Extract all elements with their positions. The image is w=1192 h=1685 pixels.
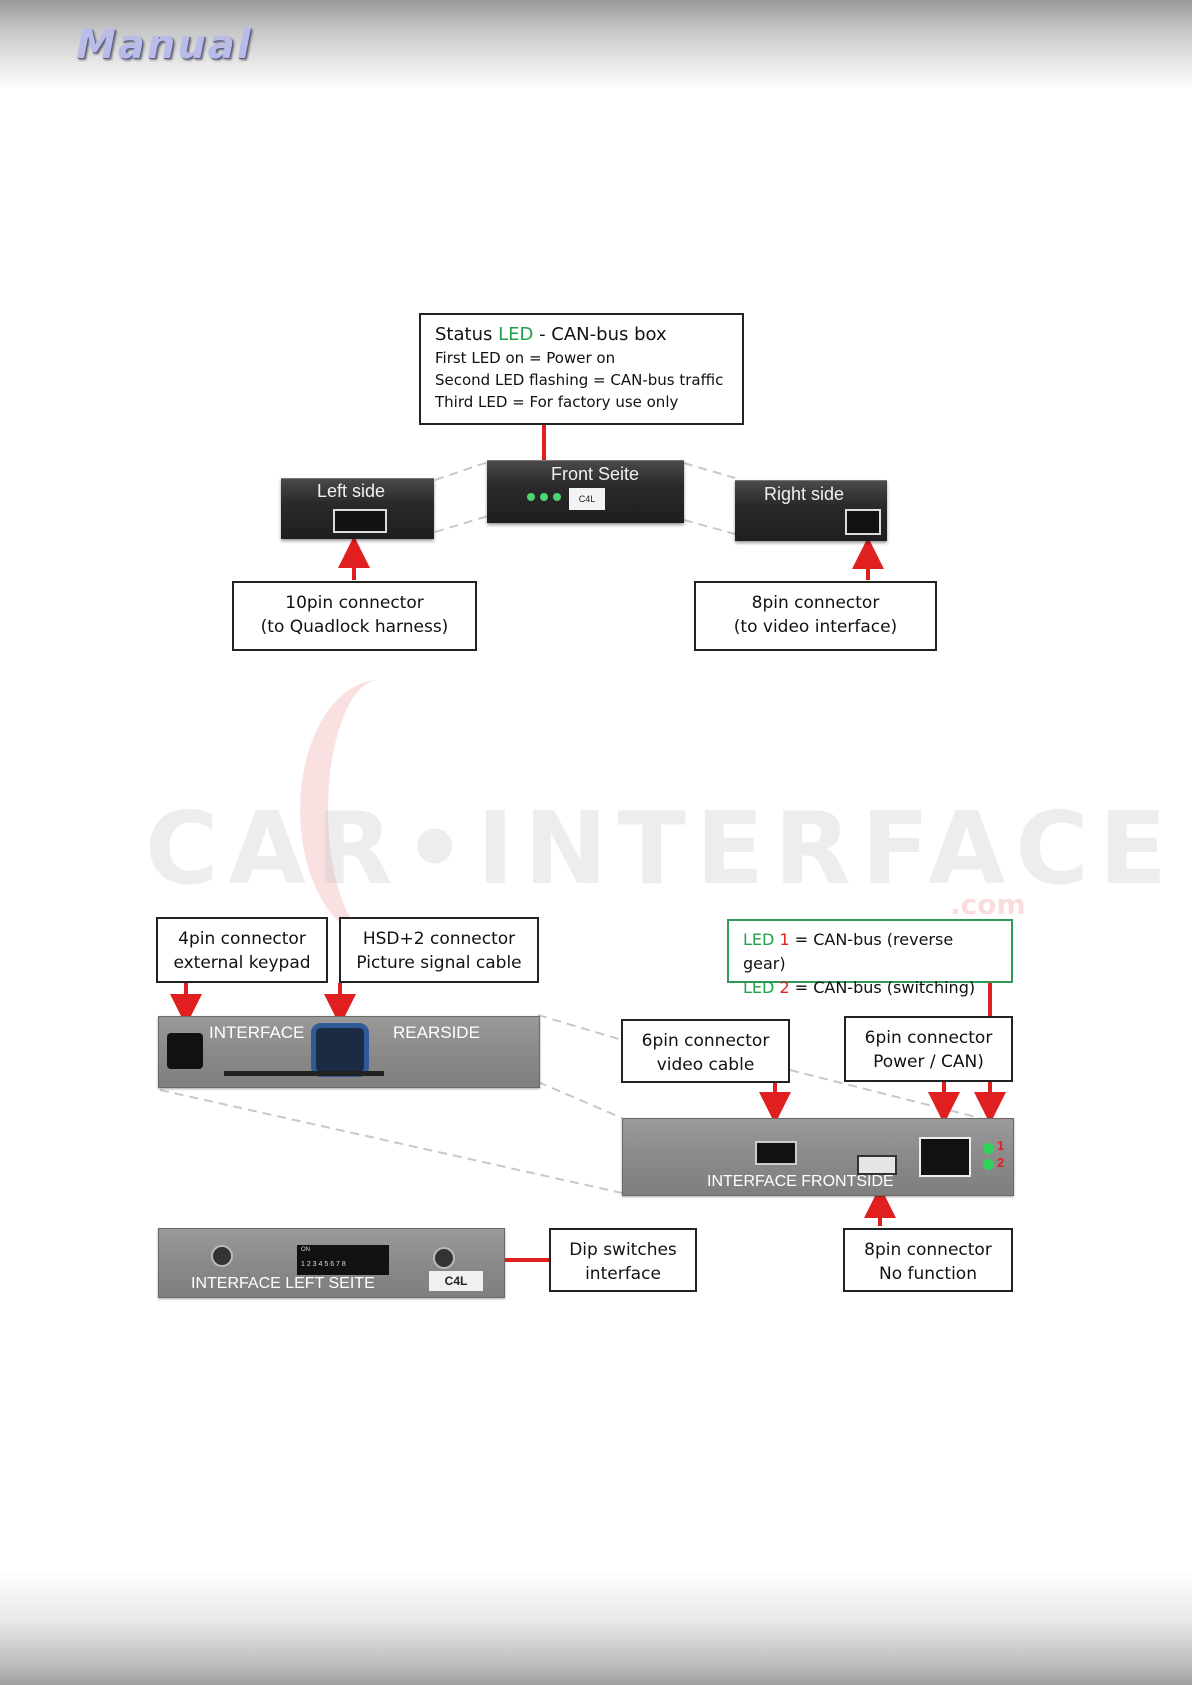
label-6pin-power: 6pin connector Power / CAN)	[844, 1016, 1013, 1082]
label-hsd-connector: HSD+2 connector Picture signal cable	[339, 917, 539, 983]
frontside-label: INTERFACE FRONTSIDE	[707, 1173, 894, 1190]
led-2-icon	[540, 493, 548, 501]
front-led-1-icon	[983, 1143, 994, 1154]
status-title: Status LED - CAN-bus box	[435, 324, 667, 345]
label-dip-switches: Dip switches interface	[549, 1228, 697, 1292]
canbus-right-side-image: Right side	[735, 480, 887, 541]
left-seite-label: INTERFACE LEFT SEITE	[191, 1275, 375, 1292]
c4l-label: C4L	[429, 1271, 483, 1291]
hsd-socket-icon	[311, 1023, 369, 1077]
rear-slot	[224, 1071, 384, 1076]
c4l-badge: C4L	[569, 488, 605, 510]
video-interface-left-image: 1 2 3 4 5 6 7 8 ON C4L INTERFACE LEFT SE…	[158, 1228, 505, 1298]
manual-brand-logo: Manual	[76, 22, 253, 68]
led-legend-row-2: LED 2 = CAN-bus (switching)	[743, 978, 976, 997]
6pin-power-socket-icon	[919, 1137, 971, 1177]
label-6pin-video: 6pin connector video cable	[621, 1019, 790, 1083]
dip-switch-block-icon: 1 2 3 4 5 6 7 8 ON	[297, 1245, 389, 1275]
watermark-logo: CAR•INTERFACE	[145, 790, 1178, 907]
led-legend-row-1: LED 1 = CAN-bus (reverse gear)	[743, 930, 954, 973]
status-line-1: First LED on = Power on	[435, 349, 616, 367]
label-8pin-no-function: 8pin connector No function	[843, 1228, 1013, 1292]
rear-interface-label: INTERFACE	[209, 1023, 305, 1042]
video-interface-front-image: 1 2 INTERFACE FRONTSIDE	[622, 1118, 1014, 1196]
led-1-icon	[527, 493, 535, 501]
canbus-front-image: Front Seite C4L	[487, 460, 684, 523]
page-header: Manual	[0, 0, 1192, 90]
screw-icon	[211, 1245, 233, 1267]
left-side-label: Left side	[317, 481, 386, 501]
4pin-socket-icon	[167, 1033, 203, 1069]
canbus-left-side-image: Left side	[281, 478, 434, 539]
video-interface-rear-image: INTERFACE REARSIDE	[158, 1016, 540, 1088]
status-led-box: Status LED - CAN-bus box First LED on = …	[419, 313, 744, 425]
label-4pin-connector: 4pin connector external keypad	[156, 917, 328, 983]
right-side-label: Right side	[764, 484, 845, 504]
rearside-label: REARSIDE	[393, 1023, 480, 1042]
page-footer	[0, 1570, 1192, 1685]
front-led-2-icon	[983, 1159, 994, 1170]
status-line-3: Third LED = For factory use only	[435, 393, 679, 411]
8pin-socket-icon	[857, 1155, 897, 1175]
led-legend-box: LED 1 = CAN-bus (reverse gear) LED 2 = C…	[727, 919, 1013, 997]
8pin-socket-icon	[845, 509, 881, 535]
led-3-icon	[553, 493, 561, 501]
watermark-suffix: .com	[950, 888, 1026, 921]
dashed-guides	[159, 461, 981, 1194]
label-8pin-connector: 8pin connector (to video interface)	[694, 581, 937, 651]
label-10pin-connector: 10pin connector (to Quadlock harness)	[232, 581, 477, 651]
screw-icon-right	[433, 1247, 455, 1269]
front-led-2-number: 2	[997, 1155, 1005, 1170]
6pin-video-socket-icon	[755, 1141, 797, 1165]
front-led-1-number: 1	[997, 1138, 1005, 1153]
front-seite-label: Front Seite	[551, 464, 640, 484]
status-line-2: Second LED flashing = CAN-bus traffic	[435, 371, 724, 389]
10pin-socket-icon	[333, 509, 387, 533]
